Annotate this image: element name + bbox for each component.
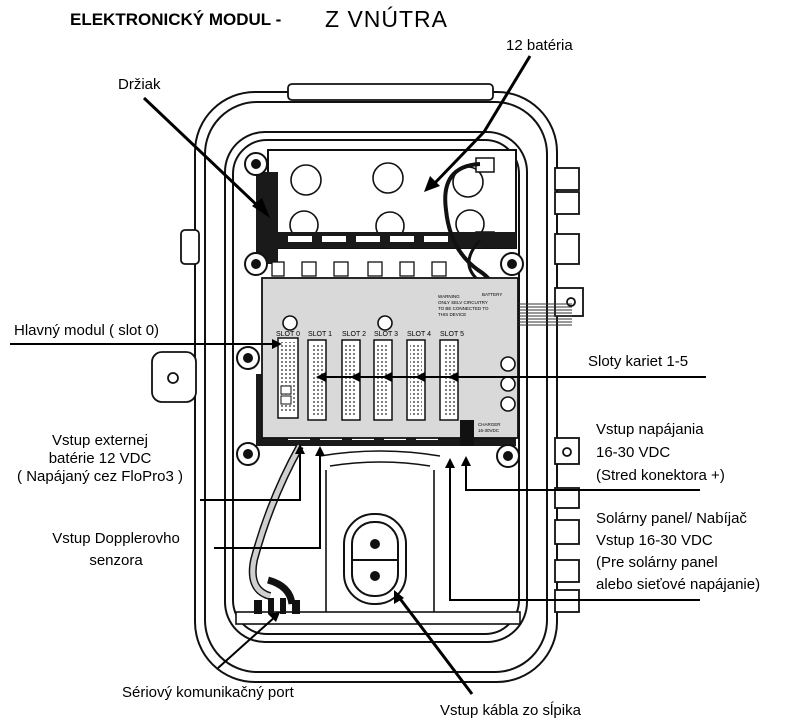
diagram-title: ELEKTRONICKÝ MODUL -	[70, 10, 282, 29]
diagram-subtitle: Z VNÚTRA	[325, 6, 448, 32]
slot-label-1: SLOT 1	[308, 331, 332, 338]
bottom-area	[235, 450, 521, 625]
label-napajanie-line3: (Stred konektora +)	[596, 467, 725, 484]
terminal-row	[271, 261, 447, 277]
serial-cables	[248, 444, 304, 605]
right-latches	[554, 167, 584, 613]
label-doppler: Vstup Dopplerovho senzora	[18, 528, 214, 572]
cable-gland	[343, 513, 407, 605]
warning-text-4: THIS DEVICE	[438, 312, 466, 317]
warning-text-3: TO BE CONNECTED TO	[438, 306, 489, 311]
board-text: SLOT 0 SLOT 1 SLOT 2 SLOT 3 SLOT 4 SLOT …	[276, 292, 502, 433]
label-externa-bateria-line3: ( Napájaný cez FloPro3 )	[17, 468, 183, 485]
slot-label-3: SLOT 3	[374, 331, 398, 338]
charger-volt-text: 16-30VDC	[478, 428, 500, 433]
serial-port	[254, 598, 300, 614]
top-hinge	[287, 83, 494, 101]
label-vstup-kabla: Vstup kábla zo sĺpika	[440, 702, 581, 719]
screws	[236, 152, 524, 468]
label-externa-bateria: Vstup externej batérie 12 VDC ( Napájaný…	[2, 432, 198, 486]
slot-label-0: SLOT 0	[276, 331, 300, 338]
small-chips	[280, 385, 292, 405]
label-sloty-kariet: Sloty kariet 1-5	[588, 353, 689, 370]
arrowheads	[252, 176, 471, 622]
label-doppler-line1: Vstup Dopplerovho	[52, 530, 180, 547]
label-externa-bateria-line1: Vstup externej	[52, 432, 148, 449]
label-drziak: Držiak	[118, 76, 161, 93]
left-mount-tabs	[151, 229, 200, 403]
label-solarny-line3: (Pre solárny panel	[596, 554, 718, 571]
slot-label-2: SLOT 2	[342, 331, 366, 338]
warning-text-2: ONLY SELV CIRCUITRY	[438, 300, 488, 305]
battery-text: BATTERY	[482, 292, 502, 297]
label-externa-bateria-line2: batérie 12 VDC	[48, 450, 152, 467]
label-doppler-line2: senzora	[89, 552, 143, 569]
label-bateria: 12 batéria	[506, 37, 573, 54]
label-seriovy-port: Sériový komunikačný port	[122, 684, 294, 701]
label-solarny-line4: alebo sieťové napájanie)	[596, 576, 761, 593]
slot-label-4: SLOT 4	[407, 331, 431, 338]
charger-text: CHARGER	[478, 422, 501, 427]
label-solarny-line1: Solárny panel/ Nabíjač	[596, 510, 747, 527]
label-napajanie: Vstup napájania 16-30 VDC (Stred konekto…	[596, 418, 725, 487]
label-solarny-line2: Vstup 16-30 VDC	[596, 532, 713, 549]
label-napajanie-line2: 16-30 VDC	[596, 444, 671, 461]
warning-text-1: WARNING	[438, 294, 460, 299]
label-solarny: Solárny panel/ Nabíjač Vstup 16-30 VDC (…	[596, 508, 760, 596]
label-hlavny-modul: Hlavný modul ( slot 0)	[14, 322, 160, 339]
label-napajanie-line1: Vstup napájania	[596, 421, 704, 438]
slot-label-5: SLOT 5	[440, 331, 464, 338]
